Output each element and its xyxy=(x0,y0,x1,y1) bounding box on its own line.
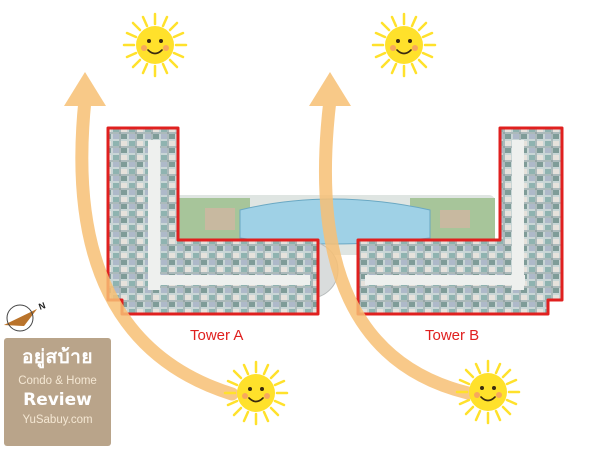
logo-review: Review xyxy=(23,390,92,410)
compass-letter: N xyxy=(37,300,47,312)
sun-path-arrow xyxy=(309,72,475,400)
tower-b-building xyxy=(356,126,564,316)
tower-a-label: Tower A xyxy=(190,327,244,344)
logo-subtitle: Condo & Home xyxy=(18,375,97,387)
sun-icon xyxy=(455,359,521,425)
logo-thai-text: อยู่สบ้าย xyxy=(21,346,93,368)
tower-b-label: Tower B xyxy=(425,327,480,344)
sun-icon xyxy=(122,12,188,78)
sun-icon xyxy=(371,12,437,78)
sun-path-arrow xyxy=(64,72,239,401)
compass-icon: N xyxy=(4,300,47,332)
sun-icon xyxy=(223,360,289,426)
tower-a-building xyxy=(106,126,320,316)
yusabuy-logo: อยู่สบ้าย Condo & Home Review YuSabuy.co… xyxy=(4,338,111,446)
logo-website: YuSabuy.com xyxy=(22,414,93,426)
